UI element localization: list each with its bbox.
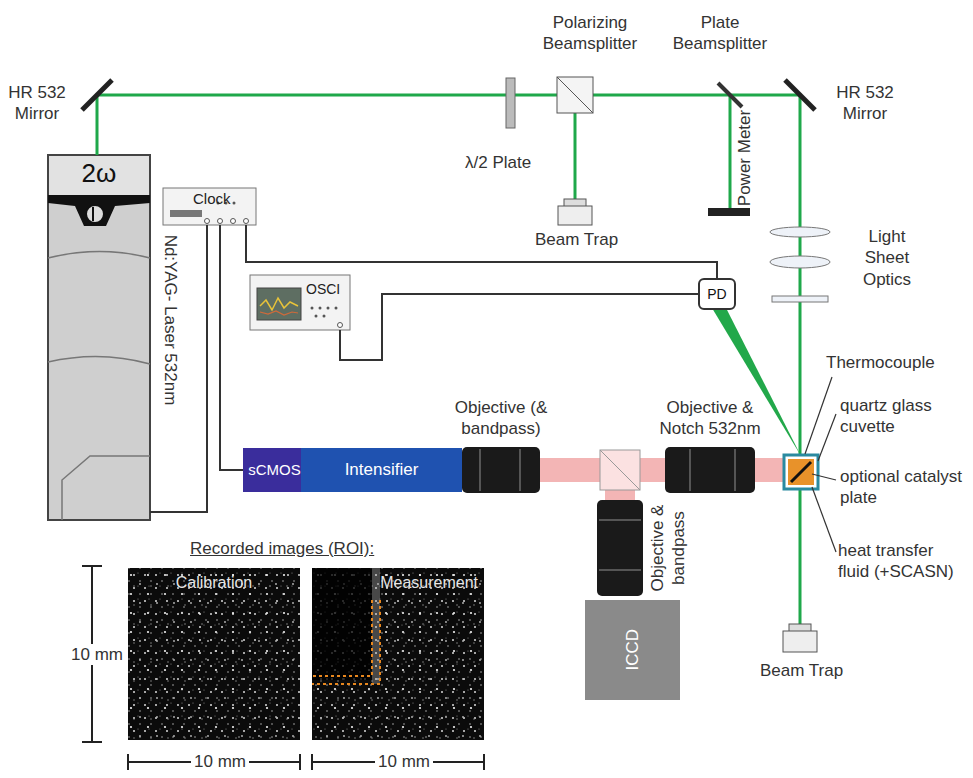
recorded-image: [128, 568, 484, 740]
roi-outline: [312, 600, 380, 684]
objective-rings: [480, 449, 735, 570]
node-label: Intensifier: [345, 460, 419, 480]
oscilloscope-box: OSCI: [250, 275, 350, 330]
plate-beamsplitter: [718, 83, 742, 107]
recorded-image: Calibration: [128, 568, 300, 740]
part-label: Thermocouple: [826, 352, 935, 373]
part-label: quartz glass cuvette: [840, 395, 945, 438]
part-label: Objective (& bandpass): [446, 397, 556, 440]
mirrors: [82, 80, 815, 110]
cuvette: [784, 455, 818, 489]
signal-cable: [340, 294, 698, 360]
beam-trap: [558, 199, 592, 225]
clock-body: [163, 188, 256, 225]
part-label: HR 532 Mirror: [4, 82, 70, 125]
photodiode: PD: [698, 278, 736, 310]
dimension-label: 10 mm: [68, 644, 126, 665]
node-label: Measurement: [380, 574, 478, 592]
dichroic-cube: [600, 450, 640, 490]
part-label: Light Sheet Optics: [852, 226, 922, 290]
dimension-bracket: [82, 566, 484, 770]
part-label: λ/2 Plate: [465, 152, 531, 173]
node-label: sCMOS: [248, 461, 301, 478]
node-label: Clock: [193, 190, 231, 207]
dimension-label: 10 mm: [191, 751, 249, 772]
objective-lens: [462, 447, 755, 596]
camera-box: sCMOS: [243, 448, 306, 492]
part-label: Nd:YAG- Laser 532nm: [159, 235, 180, 406]
green-laser-beam: [97, 95, 800, 630]
node-label: 2ω: [82, 159, 117, 189]
half-wave-plate: [506, 78, 515, 128]
part-label: Beam Trap: [760, 660, 843, 681]
part-label: optional catalyst plate: [840, 466, 965, 509]
leader-lines: [805, 377, 836, 552]
recorded-image: Measurement: [312, 568, 484, 740]
camera-box: ICCD: [585, 600, 680, 700]
part-label: Plate Beamsplitter: [665, 12, 775, 55]
part-label: Objective & Notch 532nm: [651, 397, 769, 440]
part-label: Polarizing Beamsplitter: [530, 12, 650, 55]
signal-cable: [220, 225, 243, 470]
oscilloscope-body: [250, 275, 350, 330]
node-label: Calibration: [176, 574, 252, 592]
dimension-label: 10 mm: [375, 751, 433, 772]
signal-cable: [150, 225, 207, 512]
part-label: heat transfer fluid (+SCASN): [838, 540, 966, 583]
laser-body: [48, 155, 150, 520]
part-label: Recorded images (ROI):: [190, 538, 374, 559]
power-meter: [708, 208, 750, 216]
light-sheet-optics: [770, 227, 830, 302]
part-label: Power Meter: [734, 110, 755, 206]
node-label: PD: [707, 286, 726, 302]
part-label: Objective & bandpass: [647, 503, 690, 593]
beam-trap: [783, 624, 817, 652]
part-label: Beam Trap: [535, 229, 618, 250]
node-label: OSCI: [306, 281, 340, 297]
clock-box: Clock: [163, 188, 256, 225]
part-label: HR 532 Mirror: [832, 82, 898, 125]
signal-cable: [246, 225, 717, 278]
laser-head: 2ω: [48, 155, 150, 520]
polarizing-beamsplitter: [557, 77, 593, 113]
intensifier-box: Intensifier: [301, 448, 462, 492]
node-label: ICCD: [623, 629, 643, 671]
